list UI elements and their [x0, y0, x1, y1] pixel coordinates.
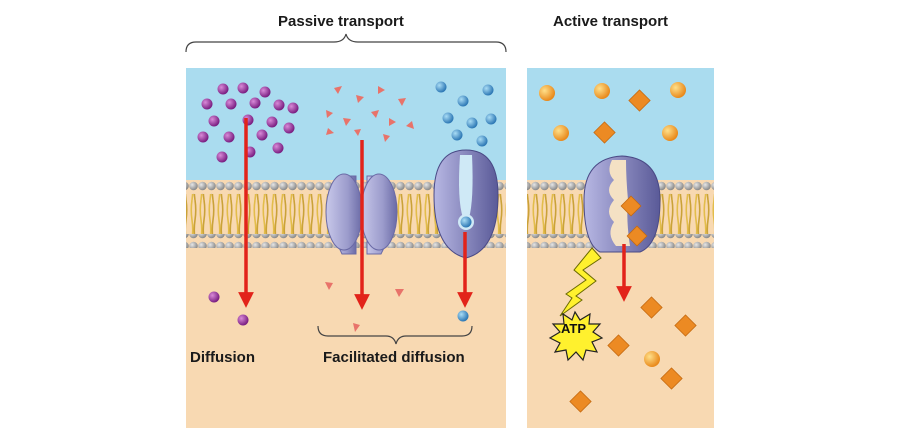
- atp-burst-icon: [548, 310, 604, 362]
- orange-spheres: [539, 82, 686, 367]
- blue-molecules: [435, 81, 497, 322]
- carrier-protein-icon: [433, 149, 499, 259]
- diffusion-label: Diffusion: [190, 349, 255, 366]
- energy-bolt-icon: [559, 247, 602, 317]
- triangle-molecules: [325, 86, 414, 332]
- channel-protein-icon: [325, 173, 398, 255]
- orange-squares: [569, 89, 697, 413]
- passive-transport-title: Passive transport: [278, 13, 404, 30]
- facilitated-bracket: [317, 325, 473, 345]
- facilitated-diffusion-label: Facilitated diffusion: [323, 349, 465, 366]
- active-transport-title: Active transport: [553, 13, 669, 30]
- pump-protein-icon: [583, 155, 661, 253]
- passive-bracket: [185, 33, 507, 53]
- passive-arrows: [238, 118, 473, 310]
- atp-label: ATP: [561, 321, 587, 336]
